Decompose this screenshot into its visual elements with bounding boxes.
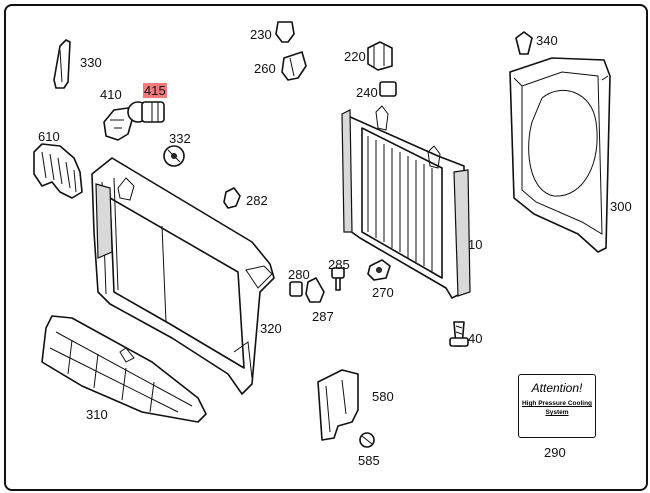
- bracket-330[interactable]: [53, 39, 71, 89]
- label-290: 290: [544, 445, 566, 460]
- label-230: 230: [250, 27, 272, 42]
- label-585: 585: [358, 453, 380, 468]
- label-300: 300: [610, 199, 632, 214]
- label-610: 610: [38, 129, 60, 144]
- clip-230[interactable]: [275, 21, 295, 43]
- bolt-285[interactable]: [331, 267, 345, 291]
- radiator-frame-320[interactable]: [91, 157, 275, 395]
- exploded-parts-drawing: [33, 21, 611, 448]
- mount-240[interactable]: [379, 81, 397, 97]
- clip-280[interactable]: [289, 281, 303, 297]
- plug-585[interactable]: [359, 432, 375, 448]
- notice-line-1: High Pressure Cooling: [521, 400, 593, 407]
- label-340: 340: [536, 33, 558, 48]
- nut-270[interactable]: [367, 259, 391, 281]
- label-220: 220: [344, 49, 366, 64]
- bracket-220[interactable]: [367, 41, 393, 71]
- bracket-287[interactable]: [305, 277, 325, 303]
- label-287: 287: [312, 309, 334, 324]
- label-10: 10: [468, 237, 483, 252]
- clip-282[interactable]: [223, 187, 241, 209]
- drain-plug-40[interactable]: [449, 321, 469, 347]
- label-280: 280: [288, 267, 310, 282]
- label-310: 310: [86, 407, 108, 422]
- label-410: 410: [100, 87, 122, 102]
- label-285: 285: [328, 257, 350, 272]
- air-guide-310[interactable]: [41, 315, 207, 423]
- label-282: 282: [246, 193, 268, 208]
- clip-332[interactable]: [163, 145, 185, 167]
- sensor-415[interactable]: [127, 101, 165, 123]
- fan-shroud-300[interactable]: [509, 57, 611, 253]
- clip-340[interactable]: [515, 31, 533, 55]
- label-415[interactable]: 415: [143, 83, 167, 98]
- label-260: 260: [254, 61, 276, 76]
- label-320: 320: [260, 321, 282, 336]
- label-240: 240: [356, 85, 378, 100]
- attention-notice-290[interactable]: Attention! High Pressure Cooling System: [518, 374, 596, 438]
- bracket-260[interactable]: [281, 51, 307, 81]
- parts-diagram-frame: 330 410 415 610 332 282 230 260 220 240 …: [4, 4, 648, 491]
- radiator-10[interactable]: [341, 105, 471, 299]
- label-332: 332: [169, 131, 191, 146]
- label-415-highlight: 415: [143, 83, 167, 98]
- notice-line-2: System: [545, 409, 569, 416]
- notice-title: Attention!: [531, 381, 583, 395]
- label-580: 580: [372, 389, 394, 404]
- air-duct-610[interactable]: [33, 143, 83, 199]
- cap-410[interactable]: [103, 107, 133, 141]
- label-270: 270: [372, 285, 394, 300]
- label-330: 330: [80, 55, 102, 70]
- label-40: 40: [468, 331, 483, 346]
- cover-580[interactable]: [317, 369, 359, 441]
